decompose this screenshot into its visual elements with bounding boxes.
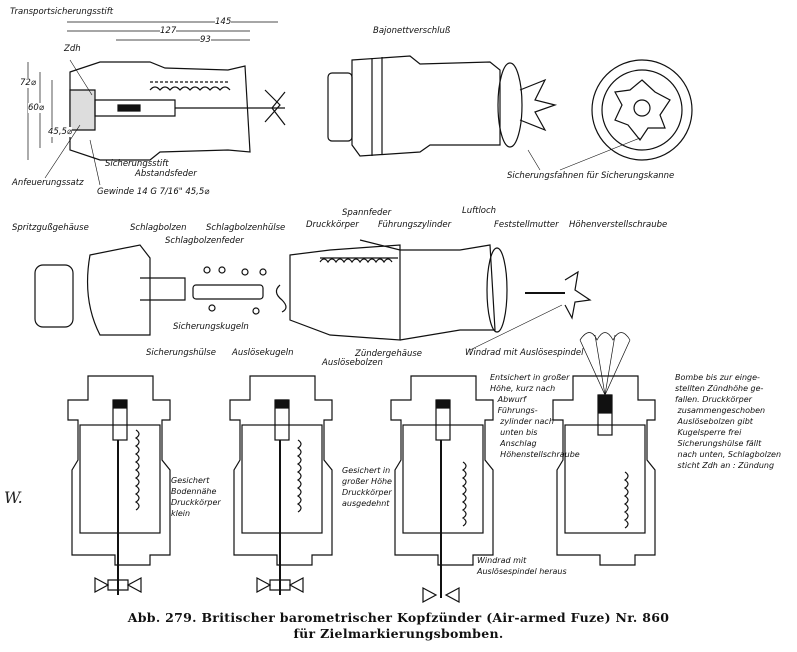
label-zdh: Zdh [64,44,81,54]
stage-sections [67,332,656,604]
dimension-145: 145 [215,17,232,27]
label-bajonettverschluss: Bajonettverschluß [373,26,451,36]
stage-1-note: Gesichert Bodennähe Druckkörper klein [171,476,221,518]
label-hoehenverstellschraube: Höhenverstellschraube [569,220,668,230]
label-spritzgussgehaeuse: Spritzgußgehäuse [12,223,89,233]
label-ausloesekugeln: Auslösekugeln [232,348,294,358]
figure-caption-line-2: für Zielmarkierungsbomben. [293,626,504,641]
dimension-93: 93 [200,35,211,45]
perspective-view [327,55,693,171]
label-schlagbolzen: Schlagbolzen [130,223,187,233]
stage-4-note: Bombe bis zur einge- stellten Zündhöhe g… [675,373,782,470]
label-sicherungsfahnen: Sicherungsfahnen für Sicherungskanne [507,171,675,181]
stage-2-note: Gesichert in großer Höhe Druckkörper aus… [342,466,392,508]
diameter-72: 72⌀ [20,78,36,88]
label-schlagbolzenfeder: Schlagbolzenfeder [165,236,244,246]
label-windrad: Windrad mit Auslösespindel [465,348,584,358]
label-sicherungshuelse: Sicherungshülse [146,348,216,358]
label-zuendergehaeuse: Zündergehäuse [355,349,422,359]
label-ausloesebolzen: Auslösebolzen [322,358,383,368]
label-transportsicherungsstift: Transportsicherungsstift [10,7,114,17]
stage-3-note: Entsichert in großer Höhe, kurz nach Abw… [490,373,580,459]
stage-3-windrad-note: Windrad mit Auslösespindel heraus [477,556,567,576]
label-sicherungskugeln: Sicherungskugeln [173,322,249,332]
dimension-127: 127 [160,26,177,36]
label-sicherungsstift: Sicherungsstift [105,159,169,169]
label-abstandsfeder: Abstandsfeder [135,169,197,179]
label-schlagbolzenhuelse: Schlagbolzenhülse [206,223,286,233]
label-fuehrungszylinder: Führungszylinder [378,220,452,230]
diameter-45-5: 45,5⌀ [48,127,73,137]
label-anfeuerungssatz: Anfeuerungssatz [12,178,84,188]
sectional-view [27,21,286,186]
label-luftloch: Luftloch [462,206,497,216]
label-spannfeder: Spannfeder [342,208,392,218]
figure-caption-line-1: Abb. 279. Britischer barometrischer Kopf… [127,610,670,625]
label-feststellmutter: Feststellmutter [494,220,559,230]
label-gewinde: Gewinde 14 G 7/16" 45,5⌀ [97,187,210,197]
label-druckkoerper: Druckkörper [306,220,359,230]
exploded-view [34,239,592,351]
signature: W. [4,488,23,507]
diameter-60: 60⌀ [28,103,44,113]
